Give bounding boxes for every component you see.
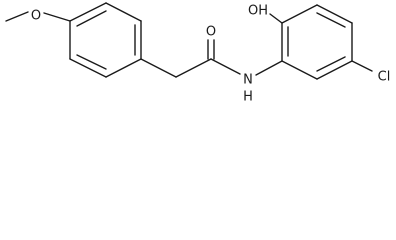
ring1-bond: [69, 58, 107, 78]
atom-label-carbonyl-o: O: [206, 25, 216, 40]
chemical-structure-diagram: O O N H OH Cl: [5, 2, 391, 105]
bond-ring2-cl: [351, 60, 373, 72]
methoxyphenyl-ring: [69, 2, 142, 78]
bond-n-ring2: [255, 60, 283, 76]
atom-label-hydroxyl: OH: [248, 4, 268, 19]
bond-methyl-o: [5, 11, 29, 22]
bond-ring2-oh: [269, 13, 283, 24]
ring1-double-bond: [76, 54, 107, 70]
atom-label-chlorine: Cl: [378, 70, 391, 85]
ring1-bond: [105, 58, 142, 78]
ring1-bond: [105, 2, 142, 22]
atom-label-amide-h: H: [243, 90, 253, 105]
bond-o-ring1: [43, 12, 71, 22]
bond-ch2-carbonyl: [175, 58, 212, 78]
ring2-double-bond: [316, 12, 346, 28]
ring2-double-bond: [316, 56, 346, 72]
bond-ring1-ch2: [140, 58, 177, 78]
chlorohydroxyphenyl-ring: [281, 4, 353, 80]
ring1-double-bond: [76, 10, 107, 27]
atom-label-methoxy-o: O: [31, 9, 41, 24]
ring2-bond: [316, 4, 353, 24]
bond-carbonyl-n: [210, 58, 241, 75]
ring2-bond: [281, 60, 318, 80]
atom-label-amide-n: N: [243, 73, 253, 88]
ring2-bond: [316, 60, 353, 80]
ring2-bond: [281, 4, 318, 24]
ring1-bond: [69, 2, 107, 22]
